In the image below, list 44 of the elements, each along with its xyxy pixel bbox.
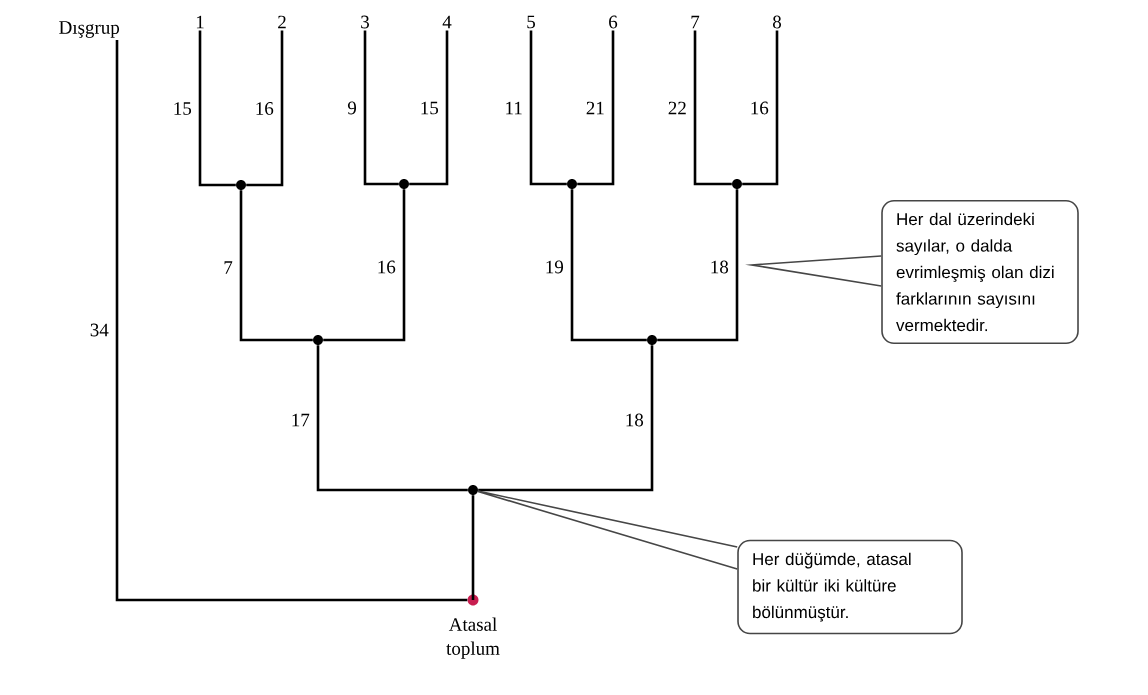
taxon-label: 4 <box>442 15 452 29</box>
callout-box: Her dal üzerindeki sayılar, o dalda evrimleşmiş olan dizi farklarının sayısını vermektedir. <box>881 199 1079 345</box>
taxon-label: 3 <box>361 15 369 29</box>
tree-branch <box>239 190 313 342</box>
branch-length: 19 <box>546 260 564 274</box>
root-label: Atasal toplum <box>446 617 500 659</box>
tree-branch <box>323 189 406 342</box>
tree-branch <box>409 30 449 186</box>
taxon-label: 6 <box>609 15 618 29</box>
branch-length: 17 <box>292 413 310 427</box>
branch-length: 15 <box>174 102 192 115</box>
branch-length: 11 <box>506 101 522 115</box>
branch-length: 9 <box>347 101 357 115</box>
taxon-label: 8 <box>773 15 781 29</box>
branch-length: 22 <box>668 101 686 115</box>
taxon-label: 1 <box>196 15 204 29</box>
callout-pointer <box>477 490 738 570</box>
tree-branch <box>529 30 567 186</box>
tree-branch <box>363 30 399 186</box>
branch-length: 34 <box>90 323 109 337</box>
branch-length: 21 <box>586 101 604 115</box>
taxon-label: 7 <box>691 15 700 29</box>
branch-length: 7 <box>224 261 233 274</box>
tree-branch <box>657 189 739 342</box>
branch-length: 15 <box>421 101 439 115</box>
tree-branch <box>742 30 779 186</box>
branch-length: 18 <box>626 413 644 427</box>
callout-box: Her düğümde, atasal bir kültür iki kültüre bölünmüştür. <box>737 539 963 635</box>
branch-length: 18 <box>711 260 729 274</box>
taxon-label: 2 <box>278 15 286 29</box>
tree-branch <box>471 495 475 600</box>
tree-branch <box>577 30 615 186</box>
tree-branch <box>478 345 654 492</box>
tree-branch <box>198 30 236 187</box>
branch-length: 16 <box>256 102 274 115</box>
branch-length: 16 <box>751 101 769 115</box>
tree-branch <box>246 30 284 187</box>
tree-branch <box>316 345 468 492</box>
taxon-label: 5 <box>527 15 535 29</box>
tree-branch <box>115 40 468 602</box>
tree-branch <box>693 30 732 186</box>
tree-branch <box>570 189 647 342</box>
branch-length: 16 <box>378 260 396 274</box>
outgroup-label: Dışgrup <box>59 21 120 38</box>
